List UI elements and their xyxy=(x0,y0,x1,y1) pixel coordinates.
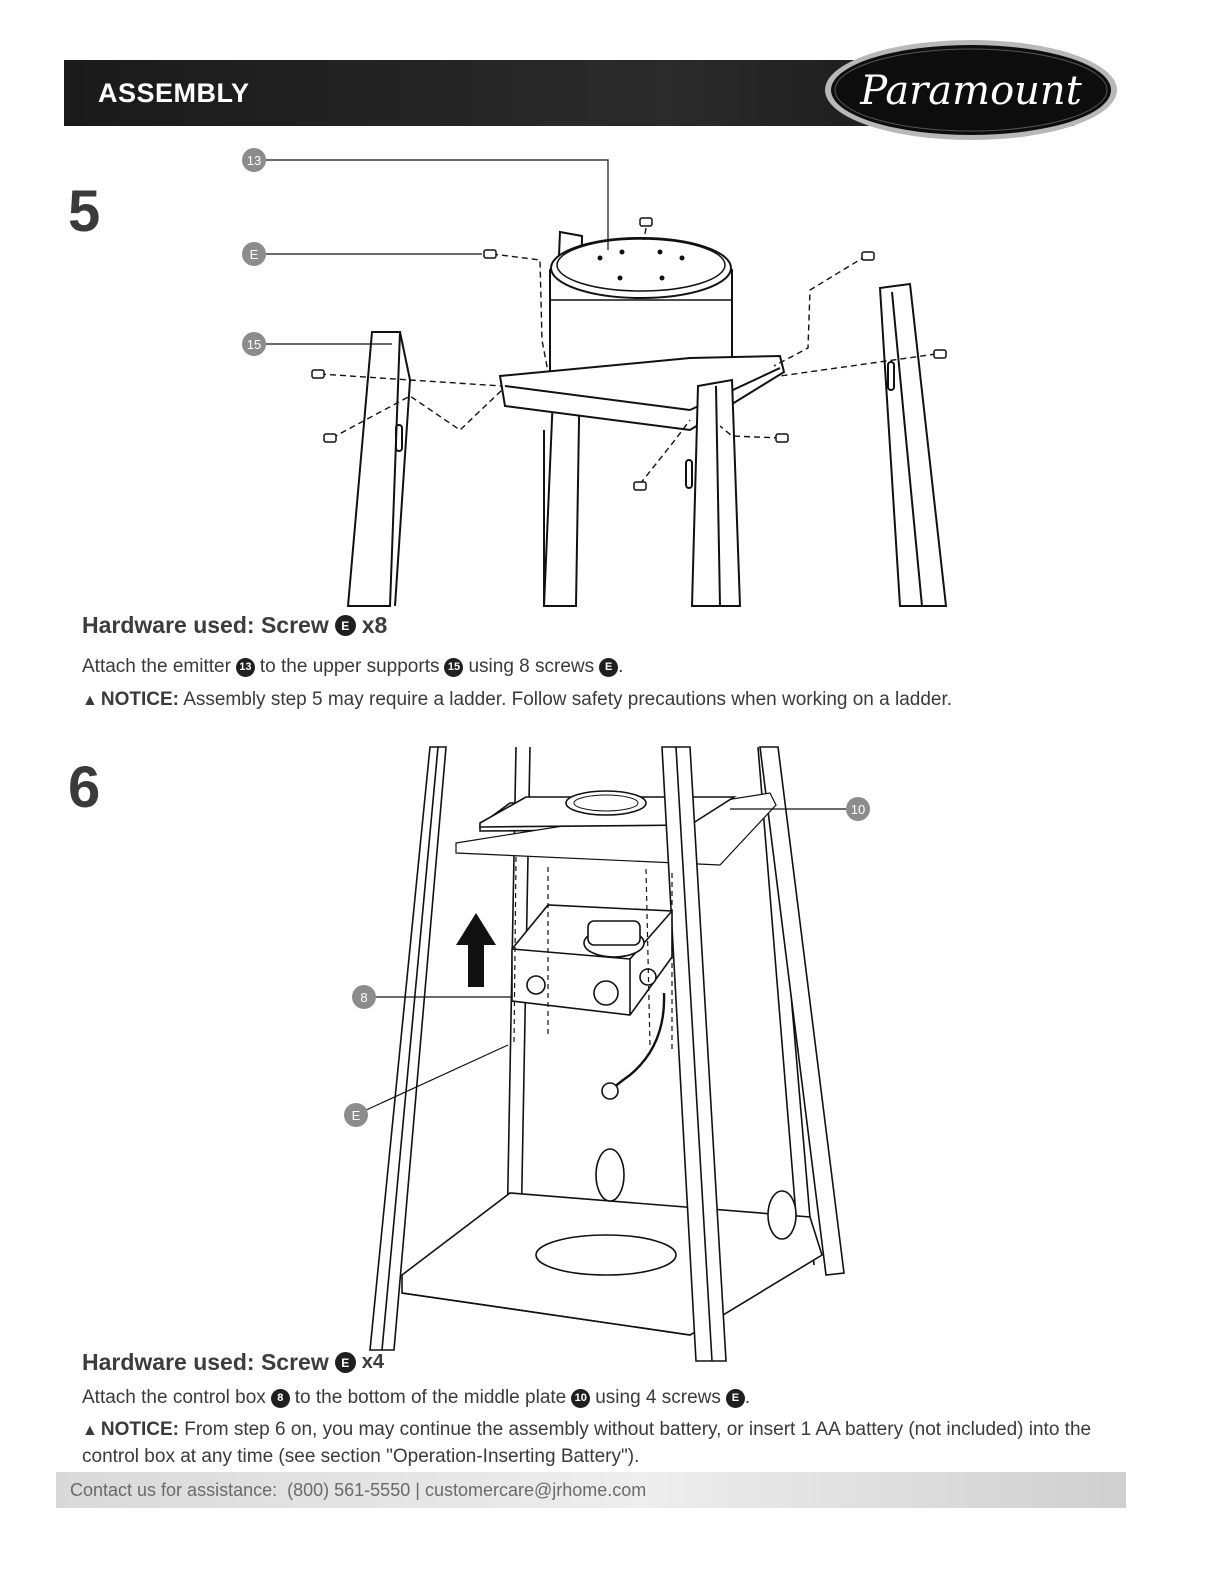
part-badge: 15 xyxy=(444,657,464,677)
step-5-instruction: Attach the emitter 13 to the upper suppo… xyxy=(82,656,623,678)
footer-bar: Contact us for assistance: (800) 561-555… xyxy=(56,1472,1126,1508)
screw-badge: E xyxy=(334,1352,356,1373)
contact-label: Contact us for assistance: xyxy=(70,1480,278,1500)
hardware-label: Hardware used: Screw xyxy=(82,1349,329,1375)
hardware-qty: x8 xyxy=(361,612,388,638)
warning-triangle-icon: ▲ xyxy=(82,1422,98,1439)
callout-emitter: 13 xyxy=(247,153,261,168)
notice-label: NOTICE: xyxy=(100,1419,179,1440)
step-6-diagram: 10 8 E xyxy=(344,746,870,1362)
step-6-notice: ▲NOTICE: From step 6 on, you may continu… xyxy=(82,1417,1122,1470)
part-badge: 10 xyxy=(571,1388,591,1408)
page-title: ASSEMBLY xyxy=(98,78,250,108)
up-arrow-icon xyxy=(456,913,496,987)
instruction-text: using 4 screws xyxy=(595,1387,721,1408)
part-badge: E xyxy=(725,1388,745,1408)
hardware-qty: x4 xyxy=(361,1351,384,1373)
step-5-diagram: 13 E 15 xyxy=(242,148,948,607)
step-6-number: 6 xyxy=(68,755,101,820)
footer-separator: | xyxy=(415,1480,420,1500)
screw-badge: E xyxy=(334,615,356,636)
callout-screw: E xyxy=(250,247,259,262)
instruction-text: Attach the emitter xyxy=(82,656,231,677)
step-6-callouts: 10 8 E xyxy=(344,797,870,1127)
callout-control-box: 8 xyxy=(360,990,367,1005)
step-5-hardware: Hardware used: Screw E x8 xyxy=(82,612,387,639)
part-badge: 13 xyxy=(235,657,255,677)
paramount-logo: Paramount xyxy=(825,40,1117,140)
instruction-text: to the upper supports xyxy=(259,656,440,677)
step-6-hardware: Hardware used: Screw E x4 xyxy=(82,1349,384,1376)
email-link[interactable]: customercare@jrhome.com xyxy=(424,1480,647,1500)
callout-screw: E xyxy=(352,1108,361,1123)
notice-text: Assembly step 5 may require a ladder. Fo… xyxy=(183,689,953,710)
notice-text: From step 6 on, you may continue the ass… xyxy=(82,1419,1092,1467)
phone-number[interactable]: (800) 561-5550 xyxy=(287,1480,411,1500)
instruction-end: . xyxy=(618,656,624,677)
instruction-text: using 8 screws xyxy=(468,656,595,677)
instruction-end: . xyxy=(744,1387,751,1408)
step-6-instruction: Attach the control box 8 to the bottom o… xyxy=(82,1387,750,1409)
notice-label: NOTICE: xyxy=(100,689,179,710)
callout-middle-plate: 10 xyxy=(851,802,865,817)
logo-text: Paramount xyxy=(859,68,1082,114)
warning-triangle-icon: ▲ xyxy=(82,692,98,709)
instruction-text: Attach the control box xyxy=(82,1387,266,1408)
step-5-callouts: 13 E 15 xyxy=(242,148,266,356)
part-badge: E xyxy=(599,657,619,677)
callout-support: 15 xyxy=(247,337,261,352)
hardware-label: Hardware used: Screw xyxy=(82,612,329,638)
step-5-number: 5 xyxy=(68,179,101,244)
part-badge: 8 xyxy=(270,1388,290,1408)
instruction-text: to the bottom of the middle plate xyxy=(294,1387,567,1408)
step-5-notice: ▲NOTICE: Assembly step 5 may require a l… xyxy=(82,687,1122,714)
footer-contact: Contact us for assistance: (800) 561-555… xyxy=(70,1480,646,1501)
